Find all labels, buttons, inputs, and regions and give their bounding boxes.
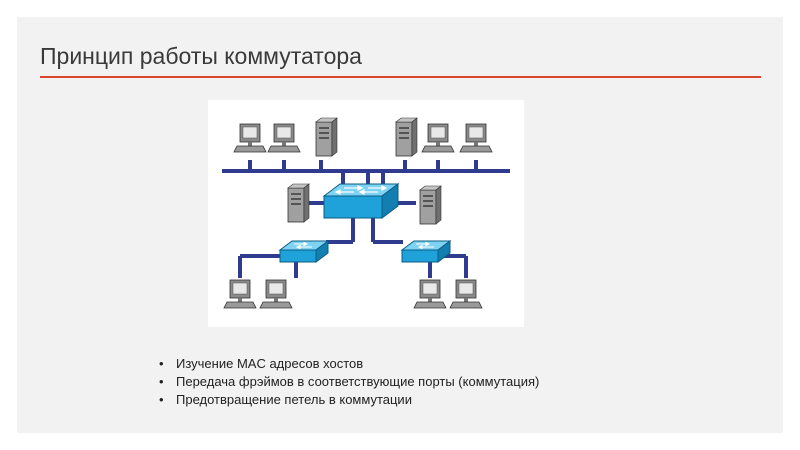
server-icon <box>315 117 338 157</box>
workstation-icon <box>267 123 301 153</box>
slide-title: Принцип работы коммутатора <box>40 43 362 69</box>
bullet-item: Передача фрэймов в соответствующие порты… <box>159 373 539 391</box>
bullet-item: Изучение MAC адресов хостов <box>159 355 539 373</box>
workstation-icon <box>413 279 447 309</box>
slide: Принцип работы коммутатора <box>17 17 783 433</box>
server-icon <box>395 117 418 157</box>
workstation-icon <box>459 123 493 153</box>
title-underline <box>40 76 761 78</box>
server-icon <box>287 183 310 223</box>
cabling <box>222 160 510 278</box>
workstation-icon <box>259 279 293 309</box>
server-icon <box>419 185 442 225</box>
workstation-icon <box>223 279 257 309</box>
workstation-icon <box>233 123 267 153</box>
switch-icon <box>400 240 452 263</box>
workstation-icon <box>421 123 455 153</box>
network-diagram <box>208 100 524 327</box>
bullet-list: Изучение MAC адресов хостов Передача фрэ… <box>159 355 539 409</box>
bullet-item: Предотвращение петель в коммутации <box>159 391 539 409</box>
switch-icon <box>322 183 400 219</box>
workstation-icon <box>449 279 483 309</box>
switch-icon <box>278 240 330 263</box>
